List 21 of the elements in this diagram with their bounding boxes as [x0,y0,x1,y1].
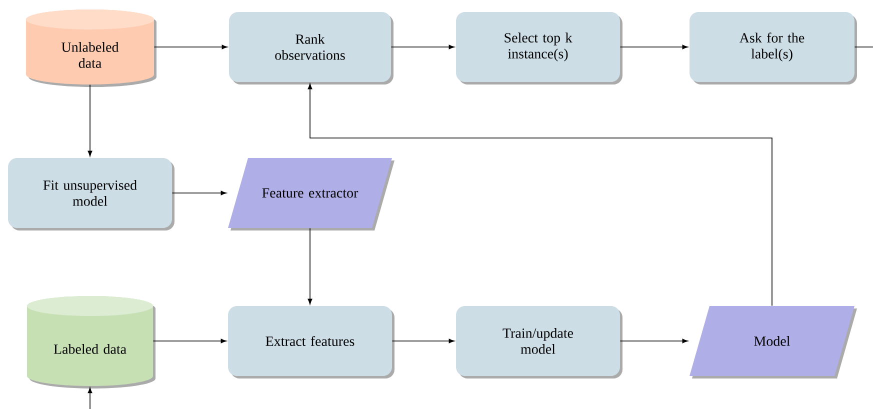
arrow [152,338,226,344]
arrow [308,228,312,304]
arrow [620,44,688,50]
data-parallelogram: Feature extractor [228,158,394,230]
arrow [390,44,454,50]
arrow [620,338,688,344]
process-box: Fit unsupervised model [8,158,174,230]
arrow [88,388,92,409]
process-box: Select top k instance(s) [456,12,622,84]
arrow [392,338,454,344]
process-box: Ask for the label(s) [690,12,857,84]
arrow [308,84,772,306]
process-box: Train/update model [456,306,622,378]
arrow [172,190,226,196]
arrow [154,44,228,50]
process-box: Rank observations [229,12,394,84]
database-cylinder: Unlabeled data [26,10,156,87]
arrow [88,84,92,156]
process-box: Extract features [228,306,394,378]
data-parallelogram: Model [690,306,857,378]
database-cylinder: Labeled data [27,296,156,388]
